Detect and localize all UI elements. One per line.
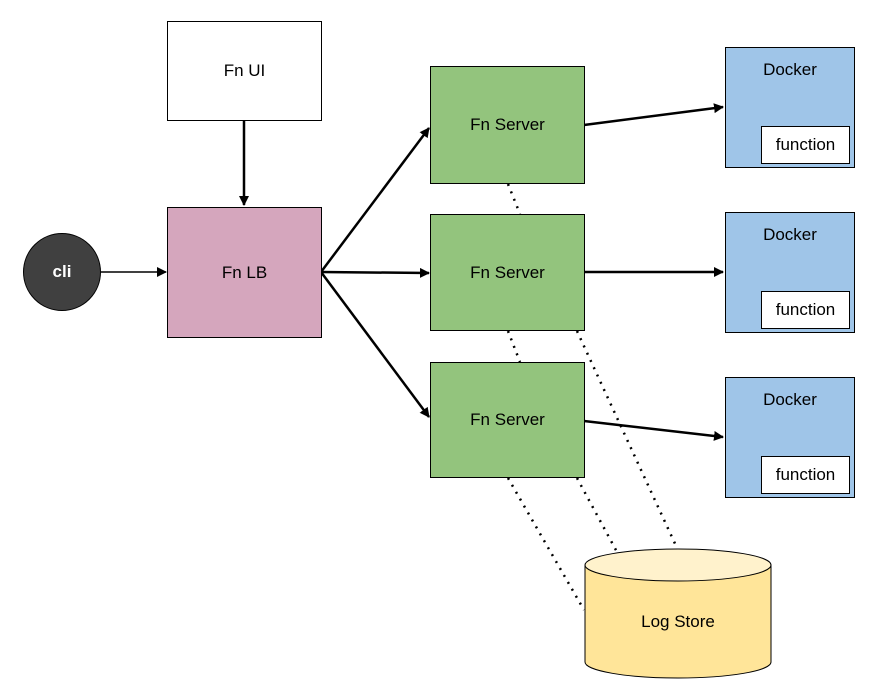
- fn-server-node-3: Fn Server: [430, 362, 585, 478]
- cli-node: cli: [23, 233, 101, 311]
- dotted-link-server-2-3: [506, 330, 522, 363]
- fn-lb-label: Fn LB: [221, 262, 268, 282]
- edge-lb-to-server-1: [320, 127, 430, 273]
- dotted-link-server-1-2: [506, 183, 522, 215]
- docker-node-1: Docker function: [725, 47, 855, 168]
- log-store-cylinder: [584, 548, 772, 679]
- edge-server-3-to-docker-3: [583, 419, 724, 441]
- docker-label: Docker: [763, 390, 817, 409]
- log-store-label: Log Store: [641, 612, 715, 631]
- function-label: function: [775, 300, 836, 319]
- docker-node-2: Docker function: [725, 212, 855, 333]
- docker-node-3: Docker function: [725, 377, 855, 498]
- fn-server-label: Fn Server: [470, 115, 545, 134]
- cli-label: cli: [52, 262, 72, 281]
- function-box: function: [761, 291, 850, 329]
- function-box: function: [761, 126, 850, 164]
- fn-ui-node: Fn UI: [167, 21, 322, 121]
- fn-server-label: Fn Server: [470, 262, 545, 282]
- edge-lb-to-server-2: [320, 267, 430, 278]
- docker-label: Docker: [763, 225, 817, 244]
- dotted-link-server-3-store-a: [506, 477, 586, 611]
- edge-lb-to-server-3: [319, 271, 431, 418]
- fn-lb-node: Fn LB: [167, 207, 322, 338]
- function-box: function: [761, 456, 850, 494]
- function-label: function: [775, 135, 836, 154]
- fn-ui-label: Fn UI: [223, 61, 266, 80]
- fn-server-node-1: Fn Server: [430, 66, 585, 184]
- fn-server-label: Fn Server: [470, 410, 545, 429]
- function-label: function: [775, 465, 836, 484]
- fn-server-node-2: Fn Server: [430, 214, 585, 331]
- edge-server-1-to-docker-1: [583, 103, 724, 127]
- dotted-link-server-2-store: [575, 330, 679, 549]
- docker-label: Docker: [763, 60, 817, 79]
- dotted-link-server-3-store-b: [575, 477, 619, 553]
